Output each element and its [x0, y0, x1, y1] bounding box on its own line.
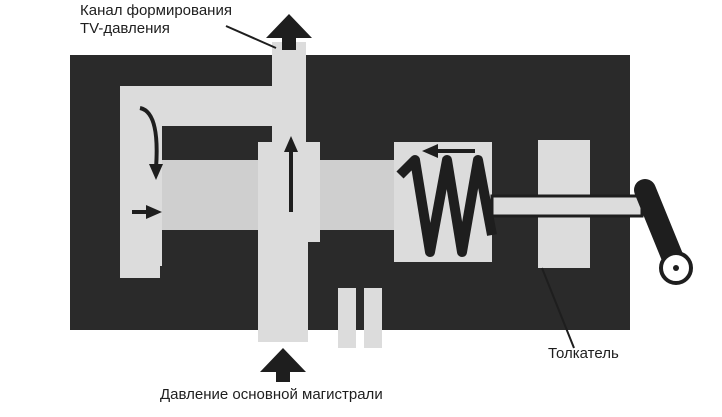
- spring: [396, 155, 497, 257]
- spool-end-arrow: [132, 205, 162, 219]
- flow-arrow-left: [422, 144, 475, 158]
- tv-label-leader: [225, 25, 277, 49]
- pusher-label: Толкатель: [548, 345, 619, 362]
- left-passage-bottom: [120, 240, 160, 278]
- tv-outlet-arrow: [266, 14, 312, 38]
- main-line-cavity: [258, 232, 308, 342]
- bottom-port-2: [364, 288, 382, 348]
- main-line-pressure-label: Давление основной магистрали: [160, 386, 383, 403]
- tv-channel-label-line2: TV-давления: [80, 20, 170, 37]
- flow-arrow-up: [284, 136, 298, 212]
- spool-left-land: [162, 160, 262, 230]
- pusher-rod: [490, 194, 644, 218]
- spool-right-land: [320, 160, 394, 230]
- feedback-arrow: [139, 106, 159, 169]
- main-inlet-arrow-stem: [276, 370, 290, 382]
- tv-channel-label-line1: Канал формирования: [80, 2, 232, 19]
- feedback-arrow-head: [149, 164, 163, 180]
- tv-outlet-arrow-stem: [282, 36, 296, 50]
- pusher-lever: [634, 179, 693, 285]
- tv-channel-label: Канал формирования TV-давления: [80, 2, 232, 38]
- bottom-port-1: [338, 288, 356, 348]
- pusher-label-leader: [541, 267, 575, 349]
- main-inlet-arrow: [260, 348, 306, 372]
